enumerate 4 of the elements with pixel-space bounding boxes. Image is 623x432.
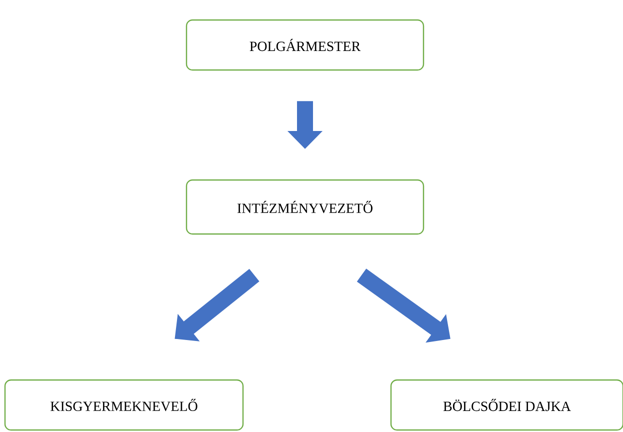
org-box: BÖLCSŐDEI DAJKA [390, 379, 623, 431]
org-box: KISGYERMEKNEVELŐ [4, 379, 244, 431]
org-box: INTÉZMÉNYVEZETŐ [186, 179, 424, 235]
org-box: POLGÁRMESTER [186, 19, 424, 71]
